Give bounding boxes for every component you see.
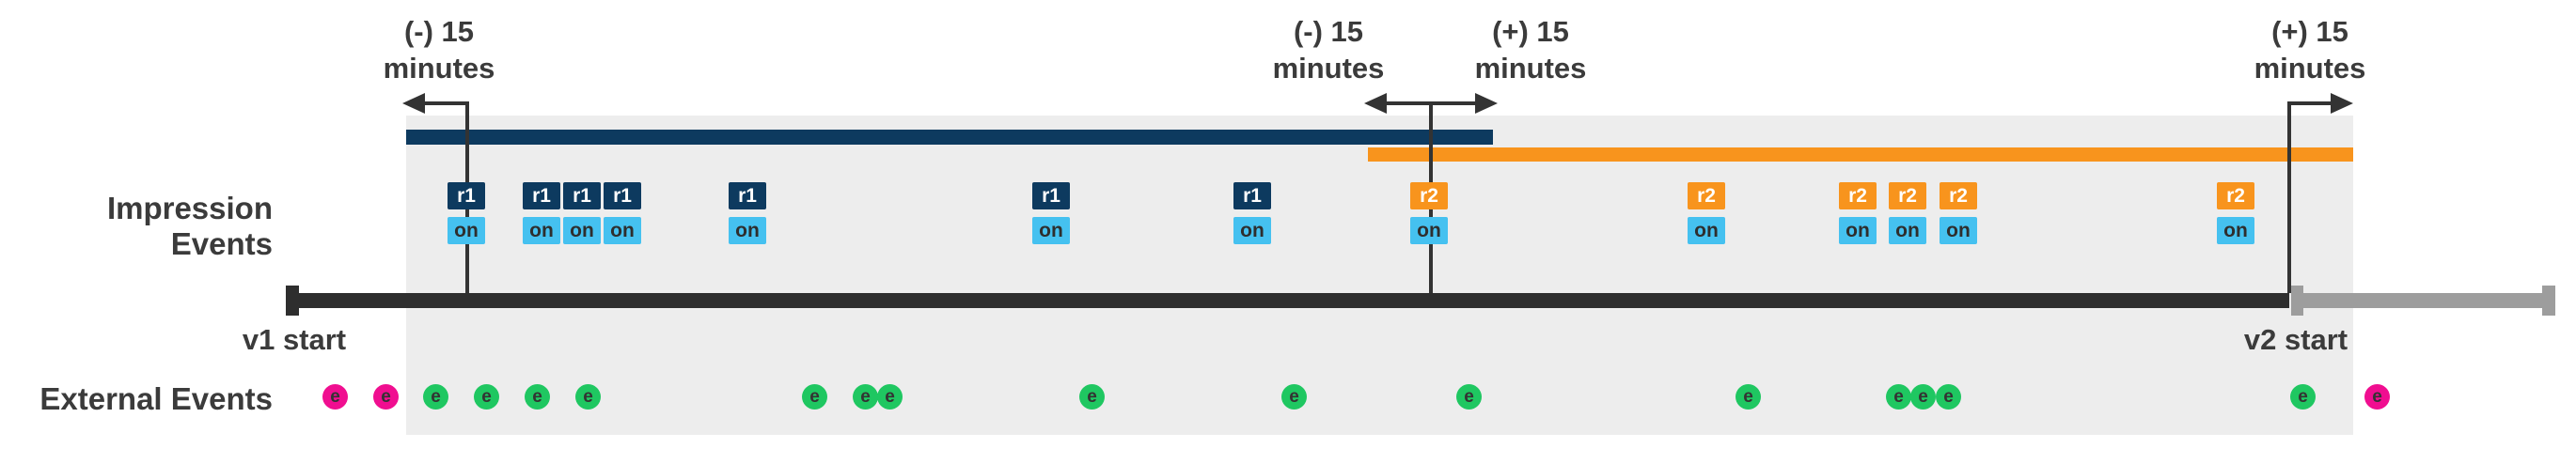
r2-window-bar xyxy=(1368,147,2353,162)
external-event-inside-icon: e xyxy=(1456,384,1482,410)
on-status-badge: on xyxy=(1940,217,1977,244)
on-status-badge: on xyxy=(604,217,641,244)
on-status-badge: on xyxy=(1688,217,1725,244)
offset-label-3: (+) 15 minutes xyxy=(1474,15,1587,85)
impression-event-r2: r2 on xyxy=(1688,182,1725,244)
external-event-inside-icon: e xyxy=(1079,384,1105,410)
on-status-badge: on xyxy=(2217,217,2254,244)
external-event-inside-icon: e xyxy=(474,384,499,410)
impression-events-row-label: Impression Events xyxy=(106,191,273,261)
r1-tag: r1 xyxy=(604,182,641,209)
v1-start-label: v1 start xyxy=(242,323,347,356)
r2-tag: r2 xyxy=(1889,182,1926,209)
external-event-outside-icon: e xyxy=(322,384,348,410)
on-status-badge: on xyxy=(1032,217,1070,244)
on-status-badge: on xyxy=(563,217,601,244)
observation-window-panel xyxy=(406,116,2353,435)
on-status-badge: on xyxy=(1839,217,1877,244)
external-event-inside-icon: e xyxy=(423,384,448,410)
offset-label-4: (+) 15 minutes xyxy=(2254,15,2366,85)
arrowhead-right-icon xyxy=(1475,93,1498,114)
arrowhead-left-icon xyxy=(402,93,425,114)
offset-arrow-line-2 xyxy=(1381,101,1481,105)
impression-event-r1: r1 on xyxy=(1032,182,1070,244)
impression-event-r2: r2 on xyxy=(1889,182,1926,244)
impression-event-r1: r1 on xyxy=(1233,182,1271,244)
external-event-inside-icon: e xyxy=(1281,384,1307,410)
r1-tag: r1 xyxy=(523,182,560,209)
impression-event-r2: r2 on xyxy=(2217,182,2254,244)
external-event-outside-icon: e xyxy=(373,384,399,410)
r1-window-bar xyxy=(406,130,1493,145)
external-event-inside-icon: e xyxy=(802,384,827,410)
r2-tag: r2 xyxy=(2217,182,2254,209)
v2-start-tick xyxy=(2291,286,2303,316)
offset-arrow-line-1 xyxy=(419,101,469,105)
impression-event-r2: r2 on xyxy=(1839,182,1877,244)
r1-tag: r1 xyxy=(448,182,485,209)
external-events-row-label: External Events xyxy=(39,381,273,416)
external-event-inside-icon: e xyxy=(2290,384,2316,410)
offset-marker-line-3 xyxy=(2287,101,2291,293)
external-event-inside-icon: e xyxy=(1936,384,1961,410)
external-event-inside-icon: e xyxy=(525,384,550,410)
impression-event-r1: r1 on xyxy=(604,182,641,244)
r1-tag: r1 xyxy=(729,182,766,209)
r2-tag: r2 xyxy=(1688,182,1725,209)
external-event-inside-icon: e xyxy=(1736,384,1761,410)
r2-tag: r2 xyxy=(1940,182,1977,209)
impression-event-r1: r1 on xyxy=(448,182,485,244)
offset-arrow-line-3 xyxy=(2287,101,2336,105)
impression-event-r1: r1 on xyxy=(563,182,601,244)
timeline-end-tick xyxy=(2542,286,2555,316)
v2-start-label: v2 start xyxy=(2243,323,2348,356)
r2-tag: r2 xyxy=(1839,182,1877,209)
impression-event-r2: r2 on xyxy=(1410,182,1448,244)
on-status-badge: on xyxy=(448,217,485,244)
r1-tag: r1 xyxy=(1233,182,1271,209)
on-status-badge: on xyxy=(1889,217,1926,244)
arrowhead-left-icon xyxy=(1364,93,1387,114)
external-event-inside-icon: e xyxy=(1886,384,1911,410)
on-status-badge: on xyxy=(729,217,766,244)
on-status-badge: on xyxy=(1233,217,1271,244)
r1-tag: r1 xyxy=(1032,182,1070,209)
external-event-inside-icon: e xyxy=(853,384,878,410)
timeline-future-bar xyxy=(2303,293,2542,308)
r2-tag: r2 xyxy=(1410,182,1448,209)
external-event-inside-icon: e xyxy=(877,384,903,410)
arrowhead-right-icon xyxy=(2331,93,2353,114)
r1-tag: r1 xyxy=(563,182,601,209)
external-event-outside-icon: e xyxy=(2364,384,2390,410)
impression-event-r2: r2 on xyxy=(1940,182,1977,244)
impression-event-r1: r1 on xyxy=(523,182,560,244)
timeline-active-bar xyxy=(286,293,2289,308)
on-status-badge: on xyxy=(1410,217,1448,244)
offset-label-2: (-) 15 minutes xyxy=(1272,15,1385,85)
on-status-badge: on xyxy=(523,217,560,244)
external-event-inside-icon: e xyxy=(575,384,601,410)
offset-label-1: (-) 15 minutes xyxy=(383,15,495,85)
impression-event-r1: r1 on xyxy=(729,182,766,244)
external-event-inside-icon: e xyxy=(1910,384,1936,410)
